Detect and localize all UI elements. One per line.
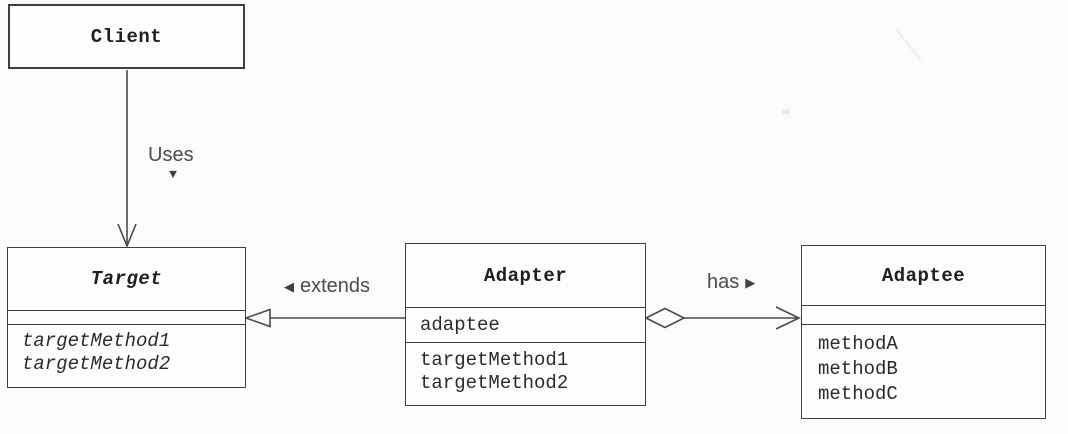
class-box-adapter: Adapter adaptee targetMethod1 targetMeth… [405, 243, 646, 406]
method-item: targetMethod1 [420, 349, 569, 371]
class-title-adapter: Adapter [483, 264, 568, 287]
attribute-item: adaptee [420, 314, 500, 336]
has-direction-icon: ▶ [745, 274, 756, 290]
open-arrowhead-right-icon [775, 306, 801, 330]
method-item: targetMethod1 [22, 330, 171, 352]
uses-label: Uses [148, 144, 194, 166]
method-item: methodA [818, 333, 898, 355]
uses-direction-icon: ▼ [169, 167, 177, 182]
methods-compartment: methodA methodB methodC [802, 324, 1045, 418]
hollow-diamond-icon [644, 307, 686, 329]
extends-arrow [243, 308, 406, 328]
class-title-target: Target [90, 268, 163, 290]
has-arrow [644, 306, 801, 330]
method-item: targetMethod2 [22, 353, 171, 375]
method-item: methodC [818, 383, 898, 405]
method-item: methodB [818, 358, 898, 380]
has-label: has ▶ [707, 271, 756, 293]
class-box-adaptee: Adaptee methodA methodB methodC [801, 245, 1046, 419]
methods-compartment: targetMethod1 targetMethod2 [8, 324, 245, 387]
class-box-client: Client [8, 4, 245, 69]
methods-compartment: targetMethod1 targetMethod2 [406, 342, 645, 405]
class-box-target: Target targetMethod1 targetMethod2 [7, 247, 246, 388]
extends-label: ◀ extends [284, 275, 371, 297]
class-title-adaptee: Adaptee [881, 264, 966, 287]
uses-arrow [117, 70, 137, 249]
open-arrowhead-down-icon [117, 223, 137, 249]
hollow-triangle-icon [243, 308, 271, 328]
method-item: targetMethod2 [420, 372, 569, 394]
attributes-compartment-empty [8, 310, 245, 324]
extends-direction-icon: ◀ [284, 278, 294, 294]
class-title-client: Client [90, 25, 163, 48]
attributes-compartment: adaptee [406, 307, 645, 342]
attributes-compartment-empty [802, 305, 1045, 324]
